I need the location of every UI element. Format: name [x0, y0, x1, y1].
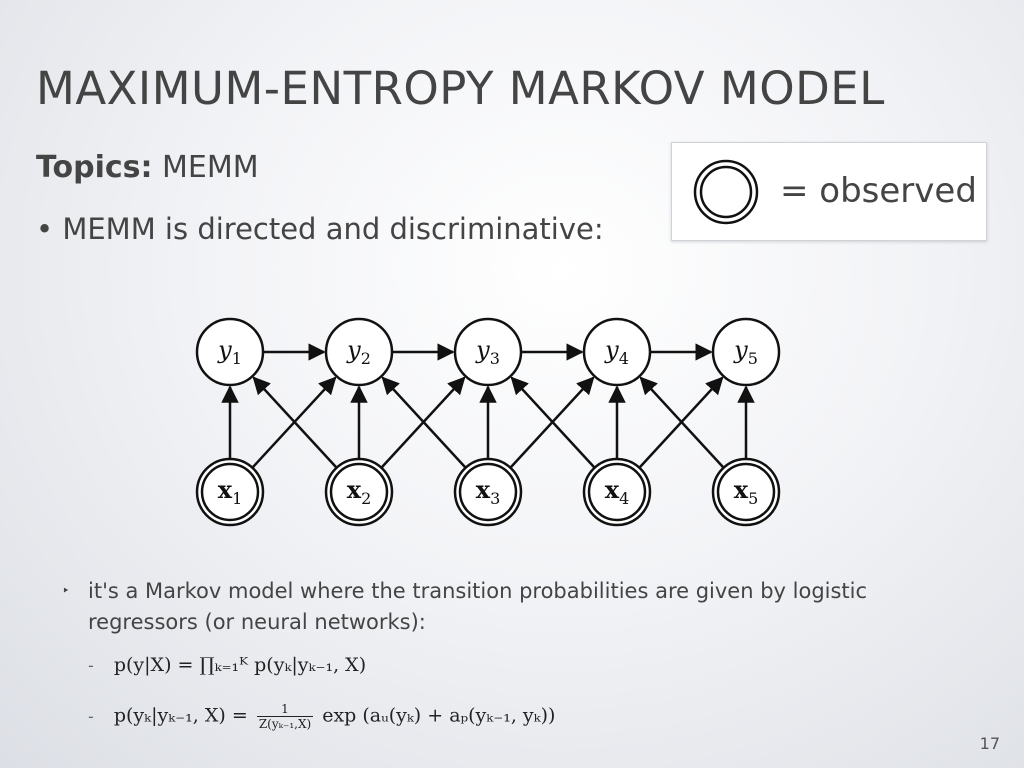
- hidden-node-y1: [195, 317, 265, 387]
- topics-value: MEMM: [162, 150, 259, 185]
- topics-line: Topics: MEMM: [36, 150, 259, 185]
- hidden-node-y3: [453, 317, 523, 387]
- cross-edge: [381, 376, 467, 469]
- observed-node-label: x5: [734, 475, 759, 508]
- fraction-denominator: Z(yₖ₋₁,X): [258, 717, 312, 731]
- equation-2-left: p(yₖ|yₖ₋₁, X) =: [113, 704, 248, 727]
- triangle-bullet-icon: ‣: [62, 584, 70, 599]
- dash-marker: -: [88, 706, 94, 726]
- observed-legend: = observed: [671, 142, 987, 241]
- observed-node-label: x1: [218, 475, 243, 508]
- hidden-node-label: y2: [346, 336, 371, 368]
- hidden-node-label: y3: [475, 336, 500, 368]
- normalizer-fraction: 1 Z(yₖ₋₁,X): [256, 702, 314, 731]
- observed-node-inner-ring: [329, 462, 389, 522]
- double-circle-icon: [693, 159, 759, 225]
- hidden-node-y5: [711, 317, 781, 387]
- page-number: 17: [979, 734, 1000, 753]
- hidden-node-y2: [324, 317, 394, 387]
- observed-node-label: x4: [605, 475, 630, 508]
- hidden-node-label: y1: [217, 336, 242, 368]
- legend-text: = observed: [780, 171, 977, 211]
- equation-2-right: exp (aᵤ(yₖ) + aₚ(yₖ₋₁, yₖ)): [322, 704, 556, 727]
- equation-1: p(y|X) = ∏ₖ₌₁ᴷ p(yₖ|yₖ₋₁, X): [113, 654, 367, 676]
- observed-node-inner-ring: [458, 462, 518, 522]
- main-bullet: • MEMM is directed and discriminative:: [36, 212, 604, 246]
- hidden-node-label: y4: [604, 336, 629, 368]
- memm-graph: y1 y2 y3 y4 y5 x1 x2 x3 x4 x5: [195, 317, 781, 527]
- sub-bullet: ‣ it's a Markov model where the transiti…: [62, 576, 942, 638]
- observed-node-inner-ring: [200, 462, 260, 522]
- slide-title: MAXIMUM-ENTROPY MARKOV MODEL: [36, 62, 885, 115]
- observed-node-label: x2: [347, 475, 372, 508]
- observed-node-inner-ring: [716, 462, 776, 522]
- hidden-node-label: y5: [733, 336, 758, 368]
- hidden-node-y4: [582, 317, 652, 387]
- fraction-numerator: 1: [256, 702, 314, 717]
- equation-2-row: - p(yₖ|yₖ₋₁, X) = 1 Z(yₖ₋₁,X) exp (aᵤ(yₖ…: [88, 702, 555, 731]
- equation-1-row: - p(y|X) = ∏ₖ₌₁ᴷ p(yₖ|yₖ₋₁, X): [88, 654, 366, 676]
- cross-edge: [510, 376, 596, 469]
- cross-edge: [639, 376, 725, 469]
- observed-node-inner-ring: [587, 462, 647, 522]
- cross-edge: [252, 376, 338, 469]
- observed-node-label: x3: [476, 475, 501, 508]
- dash-marker: -: [88, 656, 94, 675]
- sub-bullet-text: it's a Markov model where the transition…: [88, 579, 868, 634]
- topics-label: Topics:: [36, 150, 153, 185]
